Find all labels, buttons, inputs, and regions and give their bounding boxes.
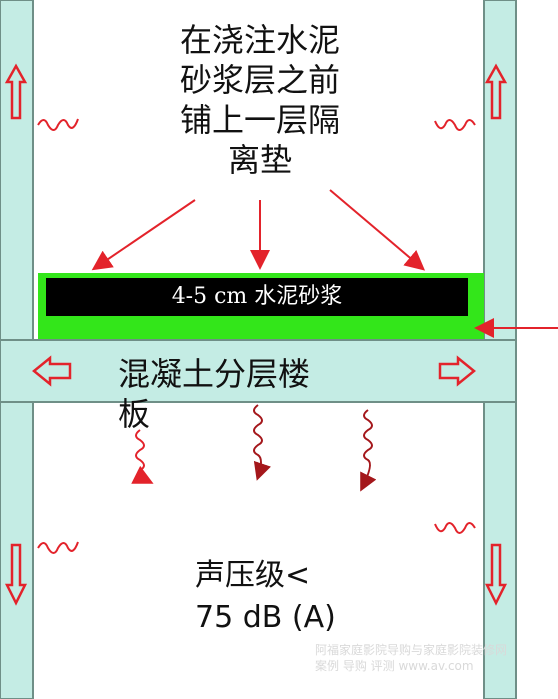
- slab-arrows: [32, 355, 476, 387]
- mortar-label: 4-5 cm 水泥砂浆: [171, 284, 343, 309]
- spl-line: 75 dB (A): [195, 600, 336, 635]
- sound-pressure-label: 声压级< 75 dB (A): [195, 555, 395, 639]
- watermark-line: 阿福家庭影院导购与家庭影院装修网: [315, 643, 508, 657]
- note-arrow-left: [91, 199, 196, 271]
- note-arrow-right: [329, 189, 426, 271]
- watermark-line: 案例 导购 评测 www.av.com: [315, 659, 474, 673]
- note-line: 铺上一层隔: [179, 101, 340, 139]
- note-line: 离垫: [227, 141, 292, 179]
- note-line: 在浇注水泥: [179, 21, 340, 59]
- wavy-arrow-icon: [37, 118, 476, 554]
- mortar-layer: [46, 278, 468, 316]
- note-line: 砂浆层之前: [179, 61, 340, 99]
- concrete-slab: [0, 339, 517, 403]
- hollow-arrow-icon: [4, 63, 508, 606]
- slab-label-line: 混凝土分层楼: [118, 355, 311, 393]
- isolation-note: 在浇注水泥 砂浆层之前 铺上一层隔 离垫: [150, 20, 370, 180]
- slab-label-line: 板: [118, 395, 151, 433]
- watermark: 阿福家庭影院导购与家庭影院装修网 案例 导购 评测 www.av.com: [315, 642, 555, 674]
- slab-label: 混凝土分层楼 板: [118, 354, 358, 434]
- spl-line: 声压级<: [195, 558, 311, 593]
